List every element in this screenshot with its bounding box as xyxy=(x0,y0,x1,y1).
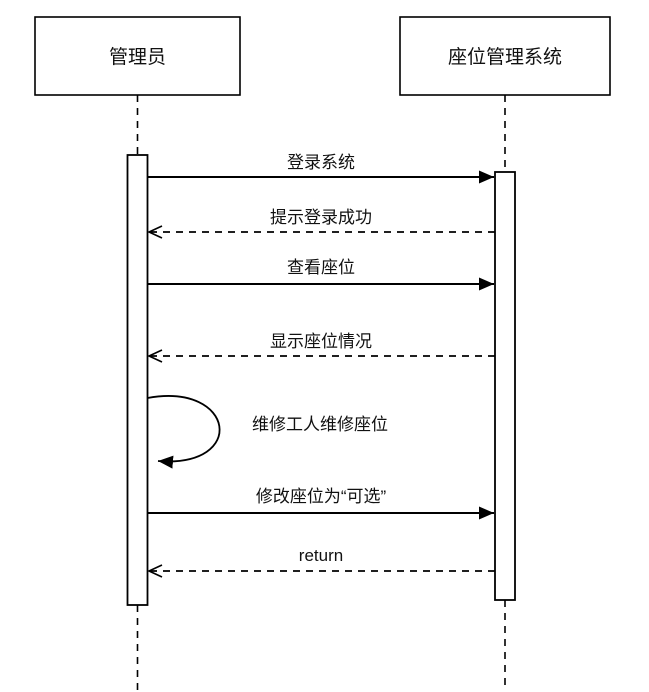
message-self-repair: 维修工人维修座位 xyxy=(147,395,388,469)
message-set-available-label: 修改座位为“可选” xyxy=(256,487,387,506)
message-view-seats-label: 查看座位 xyxy=(287,258,355,277)
activation-bar-admin xyxy=(126,154,149,606)
message-login: 登录系统 xyxy=(147,153,494,184)
actor-box-system xyxy=(399,16,611,96)
activation-bar-system xyxy=(494,171,516,601)
message-seat-status: 显示座位情况 xyxy=(147,332,495,363)
actor-label-system: 座位管理系统 xyxy=(448,46,562,68)
message-view-seats: 查看座位 xyxy=(147,258,494,291)
message-login-success: 提示登录成功 xyxy=(147,208,495,239)
actor-system: 座位管理系统 xyxy=(399,16,611,96)
message-seat-status-label: 显示座位情况 xyxy=(270,332,372,351)
message-login-label: 登录系统 xyxy=(287,153,355,172)
actor-label-admin: 管理员 xyxy=(109,46,166,68)
actor-admin: 管理员 xyxy=(34,16,241,96)
message-login-success-label: 提示登录成功 xyxy=(270,208,372,227)
actor-box-admin xyxy=(34,16,241,96)
message-self-repair-arc xyxy=(147,395,221,469)
message-set-available: 修改座位为“可选” xyxy=(147,487,494,520)
message-return: return xyxy=(147,546,495,578)
message-self-repair-label: 维修工人维修座位 xyxy=(252,415,388,434)
message-return-label: return xyxy=(299,546,343,565)
